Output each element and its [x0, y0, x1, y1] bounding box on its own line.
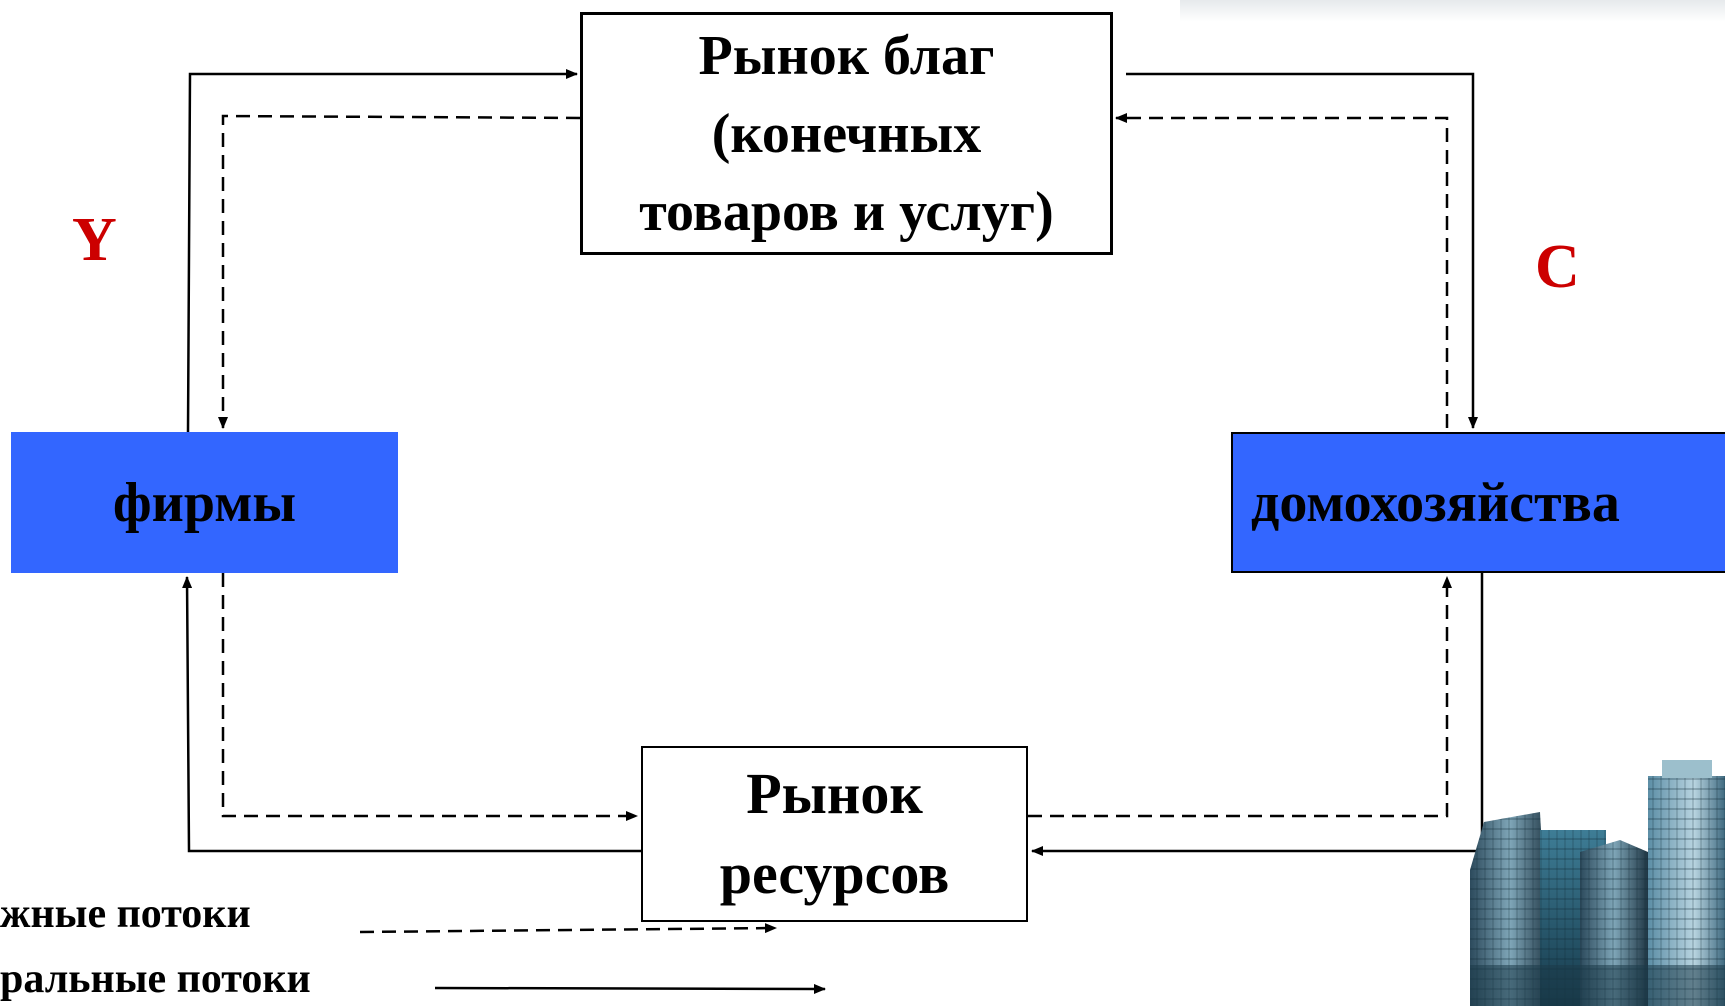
households-label: домохозяйства: [1251, 471, 1620, 534]
flow-label-y: Y: [72, 206, 117, 274]
legend-real-flows: ральные потоки: [0, 956, 311, 1002]
money-flow-goods-to-firms: [218, 114, 581, 429]
market-resources-line-1: Рынок: [746, 761, 923, 826]
top-glow: [1180, 0, 1725, 22]
real-flow-resources-to-firms: [182, 576, 641, 853]
flow-label-c: C: [1535, 233, 1580, 301]
real-flow-firms-to-goods: [186, 69, 578, 433]
firms-label: фирмы: [112, 471, 297, 534]
money-flow-households-to-goods: [1115, 113, 1449, 428]
real-flow-households-to-resources: [1031, 573, 1484, 856]
money-flow-resources-to-households: [1028, 576, 1452, 818]
skyscrapers-image: [1470, 760, 1725, 1006]
market-goods-line-1: Рынок благ: [698, 24, 995, 87]
market-goods-box: Рынок благ (конечных товаров и услуг): [580, 12, 1113, 255]
firms-box: фирмы: [11, 432, 398, 573]
households-box: домохозяйства: [1231, 432, 1725, 573]
market-resources-line-2: ресурсов: [719, 841, 950, 906]
legend-money-flows: жные потоки: [0, 891, 251, 937]
real-flow-goods-to-households: [1126, 72, 1478, 429]
money-flow-firms-to-resources: [221, 573, 638, 821]
market-resources-box: Рынок ресурсов: [641, 746, 1028, 922]
market-goods-line-3: товаров и услуг): [639, 180, 1054, 243]
legend-real-line: [434, 983, 826, 994]
market-goods-line-2: (конечных: [711, 102, 982, 165]
legend-money-line: [359, 923, 777, 934]
